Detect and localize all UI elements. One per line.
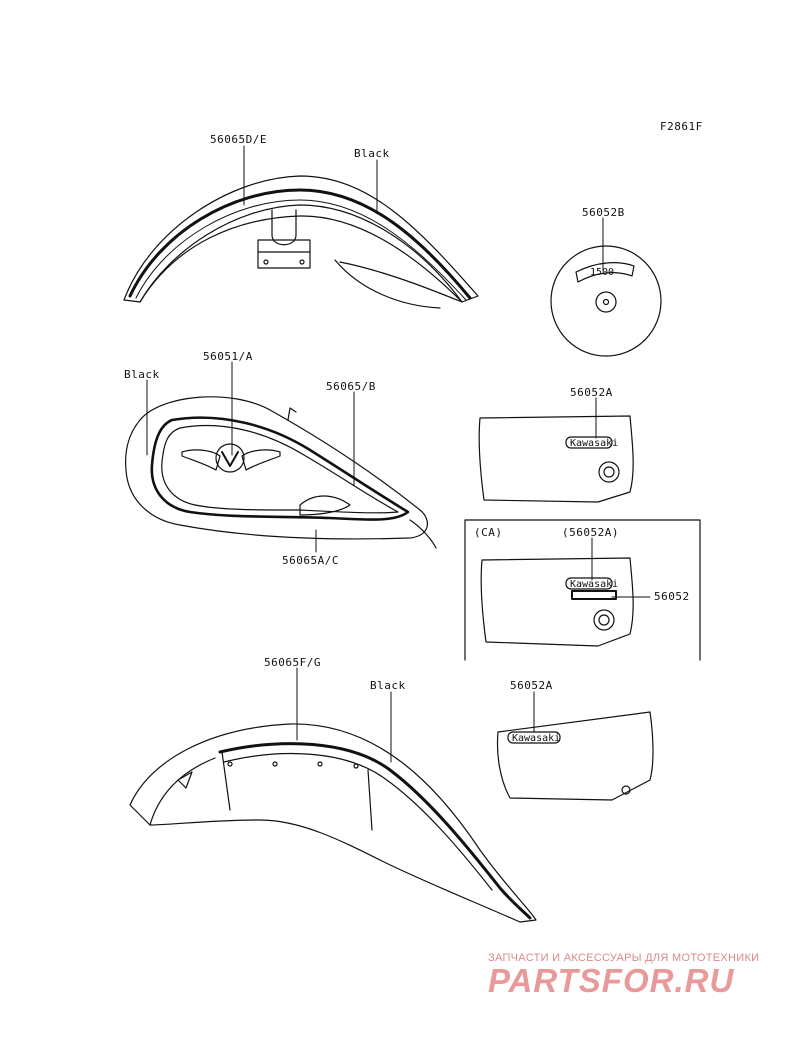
round-emblem bbox=[550, 245, 662, 357]
ca-part-ref-label: (56052A) bbox=[562, 526, 619, 539]
tank-stripe-part-label: 56065/B bbox=[326, 380, 376, 393]
figure-code: F2861F bbox=[660, 120, 703, 133]
emblem-part-label: 56052B bbox=[582, 206, 625, 219]
tank-color-label: Black bbox=[124, 368, 160, 381]
front-fender bbox=[123, 175, 479, 309]
round-emblem-text: 1500 bbox=[590, 267, 614, 278]
watermark-brand: PARTSFOR.RU bbox=[488, 962, 735, 999]
front-fender-color-label: Black bbox=[354, 147, 390, 160]
side-cover-part-label: 56052A bbox=[570, 386, 613, 399]
fuel-tank bbox=[125, 396, 437, 549]
tank-lower-stripe-part-label: 56065A/C bbox=[282, 554, 339, 567]
ca-extra-part-label: 56052 bbox=[654, 590, 690, 603]
leader-lines bbox=[146, 145, 651, 763]
ca-badge-text: Kawasaki bbox=[570, 579, 618, 590]
side-cover-badge-text: Kawasaki bbox=[570, 438, 618, 449]
front-fender-part-label: 56065D/E bbox=[210, 133, 267, 146]
rear-side-cover bbox=[496, 711, 654, 801]
ca-box bbox=[464, 519, 701, 661]
tank-emblem-part-label: 56051/A bbox=[203, 350, 253, 363]
rear-fender-part-label: 56065F/G bbox=[264, 656, 321, 669]
ca-region-label: (CA) bbox=[474, 526, 503, 539]
side-cover-upper bbox=[478, 415, 634, 503]
rear-fender-color-label: Black bbox=[370, 679, 406, 692]
rear-fender bbox=[129, 723, 537, 923]
watermark-caption: ЗАПЧАСТИ И АКСЕССУАРЫ ДЛЯ МОТОТЕХНИКИ bbox=[488, 952, 760, 964]
rear-cover-part-label: 56052A bbox=[510, 679, 553, 692]
rear-cover-badge-text: Kawasaki bbox=[512, 733, 560, 744]
